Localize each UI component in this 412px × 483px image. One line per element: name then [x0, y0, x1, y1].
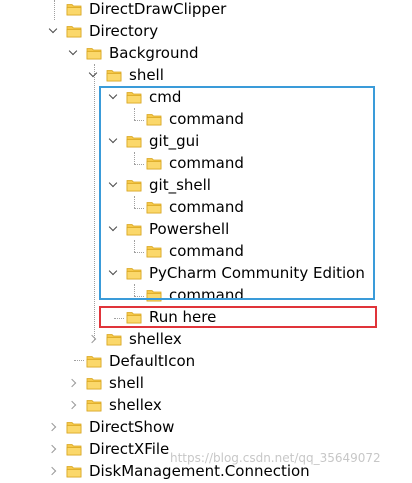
tree-item-label: command	[169, 198, 244, 216]
chevron-right-icon[interactable]	[48, 438, 60, 460]
tree-item-defaulticon[interactable]: DefaultIcon	[0, 350, 412, 372]
chevron-down-icon[interactable]	[88, 64, 100, 86]
folder-icon	[66, 441, 82, 457]
tree-item-label: cmd	[149, 88, 182, 106]
folder-icon	[66, 23, 82, 39]
folder-icon	[106, 331, 122, 347]
tree-item-directdrawclipper[interactable]: DirectDrawClipper	[0, 0, 412, 20]
tree-item-label: Powershell	[149, 220, 230, 238]
chevron-down-icon[interactable]	[68, 42, 80, 64]
tree-item-label: shellex	[129, 330, 182, 348]
watermark: https://blog.csdn.net/qq_35649072	[170, 451, 381, 465]
tree-item-label: git_gui	[149, 132, 200, 150]
tree-guide	[134, 164, 144, 165]
highlight-box-blue	[99, 86, 375, 300]
chevron-down-icon[interactable]	[48, 20, 60, 42]
folder-icon	[86, 353, 102, 369]
tree-item-directory[interactable]: Directory	[0, 20, 412, 42]
tree-item-cmd[interactable]: cmd	[0, 86, 412, 108]
folder-icon	[86, 397, 102, 413]
tree-item-command[interactable]: command	[0, 196, 412, 218]
tree-item-label: git_shell	[149, 176, 211, 194]
folder-icon	[86, 375, 102, 391]
tree-guide	[134, 252, 144, 253]
tree-item-powershell[interactable]: Powershell	[0, 218, 412, 240]
folder-icon	[126, 89, 142, 105]
tree-guide	[134, 152, 135, 164]
tree-guide	[74, 360, 84, 361]
tree-item-shellex-2[interactable]: shellex	[0, 394, 412, 416]
folder-icon	[66, 463, 82, 479]
tree-item-label: DirectDrawClipper	[89, 0, 227, 18]
tree-item-git-gui[interactable]: git_gui	[0, 130, 412, 152]
folder-icon	[66, 1, 82, 17]
folder-icon	[86, 45, 102, 61]
tree-guide	[134, 108, 135, 120]
tree-guide	[134, 240, 135, 252]
tree-item-label: shellex	[109, 396, 162, 414]
folder-icon	[146, 111, 162, 127]
folder-icon	[146, 199, 162, 215]
tree-item-label: Run here	[149, 308, 217, 326]
tree-guide	[134, 284, 135, 296]
tree-guide	[134, 296, 144, 297]
tree-item-label: DiskManagement.Connection	[89, 462, 310, 480]
folder-icon	[126, 221, 142, 237]
folder-icon	[126, 133, 142, 149]
tree-item-shellex[interactable]: shellex	[0, 328, 412, 350]
folder-icon	[146, 243, 162, 259]
chevron-right-icon[interactable]	[48, 460, 60, 482]
tree-item-label: DefaultIcon	[109, 352, 196, 370]
tree-item-diskmanagement-connection[interactable]: DiskManagement.Connection	[0, 460, 412, 482]
tree-item-label: command	[169, 242, 244, 260]
tree-guide	[54, 0, 55, 20]
tree-item-label: PyCharm Community Edition	[149, 264, 365, 282]
tree-item-label: command	[169, 110, 244, 128]
folder-icon	[66, 419, 82, 435]
tree-item-command[interactable]: command	[0, 152, 412, 174]
tree-item-label: Background	[109, 44, 199, 62]
tree-item-run-here[interactable]: Run here	[0, 306, 412, 328]
tree-item-command[interactable]: command	[0, 108, 412, 130]
tree-item-directxfile[interactable]: DirectXFile	[0, 438, 412, 460]
tree-guide	[114, 318, 124, 319]
tree-item-label: DirectXFile	[89, 440, 170, 458]
tree-item-background[interactable]: Background	[0, 42, 412, 64]
tree-item-label: shell	[109, 374, 144, 392]
folder-icon	[106, 67, 122, 83]
chevron-right-icon[interactable]	[88, 328, 100, 350]
chevron-right-icon[interactable]	[68, 372, 80, 394]
tree-item-directshow[interactable]: DirectShow	[0, 416, 412, 438]
highlight-box-red	[99, 306, 377, 328]
tree-item-label: DirectShow	[89, 418, 175, 436]
tree-item-shell-collapsed[interactable]: shell	[0, 372, 412, 394]
chevron-right-icon[interactable]	[68, 394, 80, 416]
tree-guide	[94, 64, 95, 340]
tree-item-label: Directory	[89, 22, 159, 40]
chevron-right-icon[interactable]	[48, 416, 60, 438]
tree-guide	[134, 196, 135, 208]
tree-item-label: command	[169, 154, 244, 172]
tree-item-shell[interactable]: shell	[0, 64, 412, 86]
tree-item-pycharm-community-edition[interactable]: PyCharm Community Edition	[0, 262, 412, 284]
tree-guide	[134, 208, 144, 209]
tree-guide	[134, 120, 144, 121]
tree-item-command[interactable]: command	[0, 240, 412, 262]
folder-icon	[126, 265, 142, 281]
tree-item-label: shell	[129, 66, 164, 84]
folder-icon	[146, 155, 162, 171]
folder-icon	[126, 177, 142, 193]
tree-item-git-shell[interactable]: git_shell	[0, 174, 412, 196]
folder-icon	[126, 309, 142, 325]
